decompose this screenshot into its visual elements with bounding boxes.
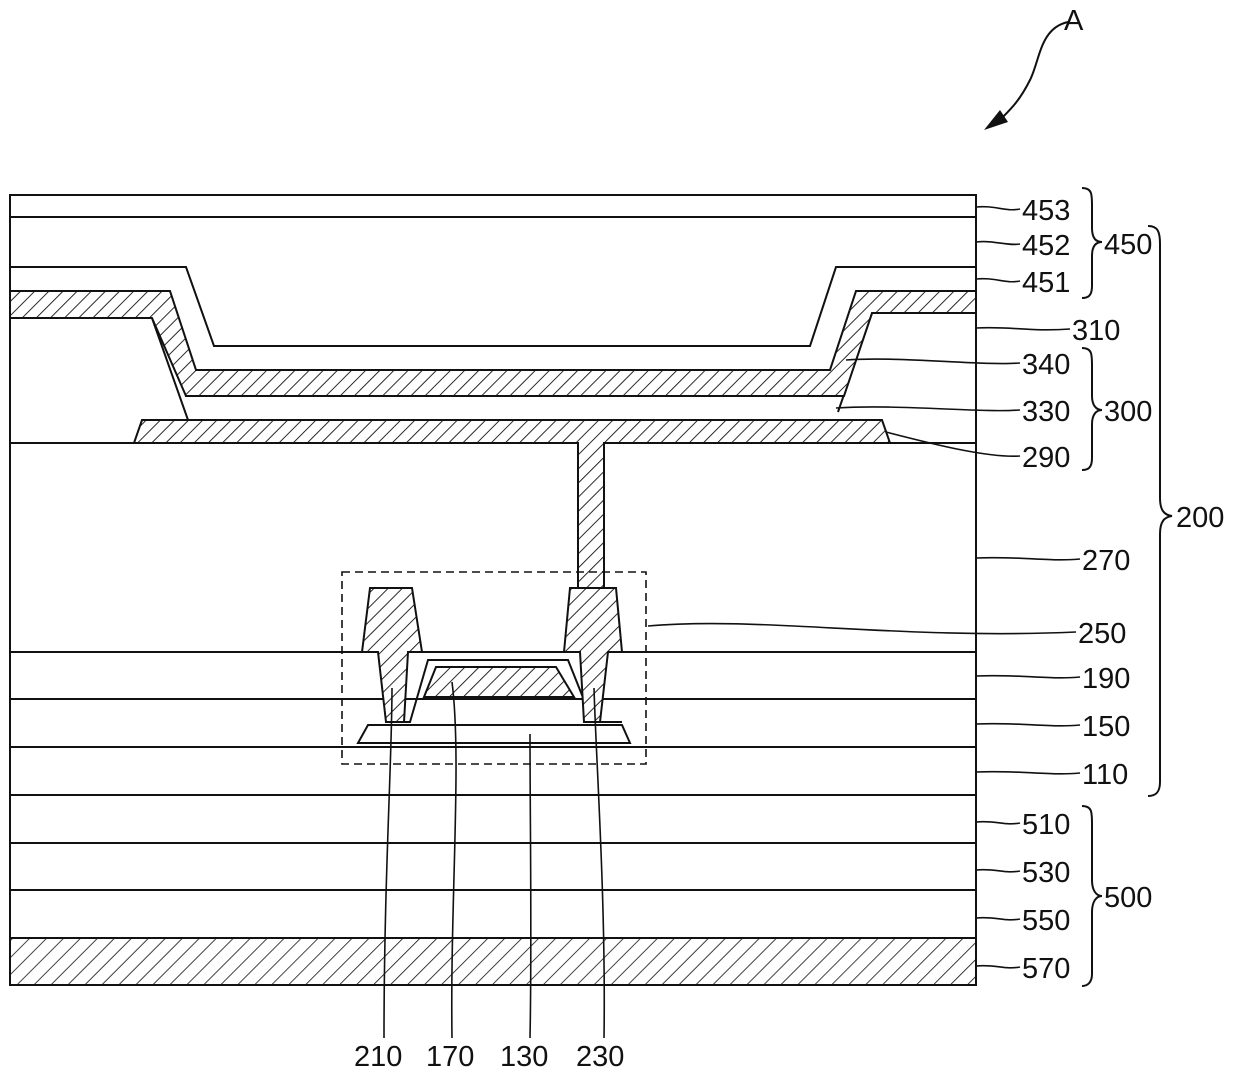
label-310: 310 <box>1072 315 1120 347</box>
label-500: 500 <box>1104 882 1152 914</box>
bottom-labels: 210 170 130 230 <box>354 1041 624 1073</box>
label-450: 450 <box>1104 229 1152 261</box>
label-330: 330 <box>1022 396 1070 428</box>
label-230: 230 <box>576 1041 624 1073</box>
label-270: 270 <box>1082 545 1130 577</box>
label-340: 340 <box>1022 349 1070 381</box>
label-453: 453 <box>1022 195 1070 227</box>
label-510: 510 <box>1022 809 1070 841</box>
label-210: 210 <box>354 1041 402 1073</box>
label-170: 170 <box>426 1041 474 1073</box>
layer-labels: 453 452 451 310 340 330 290 270 250 190 … <box>1022 195 1130 985</box>
brace-500 <box>1082 806 1102 986</box>
layer-570 <box>10 938 976 985</box>
label-550: 550 <box>1022 905 1070 937</box>
label-570: 570 <box>1022 953 1070 985</box>
label-150: 150 <box>1082 711 1130 743</box>
label-200: 200 <box>1176 502 1224 534</box>
view-label: A <box>1064 5 1084 37</box>
label-110: 110 <box>1082 759 1128 791</box>
label-530: 530 <box>1022 857 1070 889</box>
label-290: 290 <box>1022 442 1070 474</box>
brace-300 <box>1082 348 1102 470</box>
brace-200 <box>1148 226 1172 796</box>
label-452: 452 <box>1022 230 1070 262</box>
label-300: 300 <box>1104 396 1152 428</box>
layer-stack <box>10 195 976 985</box>
brace-450 <box>1082 188 1102 298</box>
view-indicator: A <box>984 5 1084 130</box>
label-130: 130 <box>500 1041 548 1073</box>
label-190: 190 <box>1082 663 1130 695</box>
label-250: 250 <box>1078 618 1126 650</box>
active-layer-130 <box>358 725 630 743</box>
group-braces <box>1082 188 1172 986</box>
label-451: 451 <box>1022 267 1070 299</box>
gate-electrode-170 <box>424 667 574 697</box>
